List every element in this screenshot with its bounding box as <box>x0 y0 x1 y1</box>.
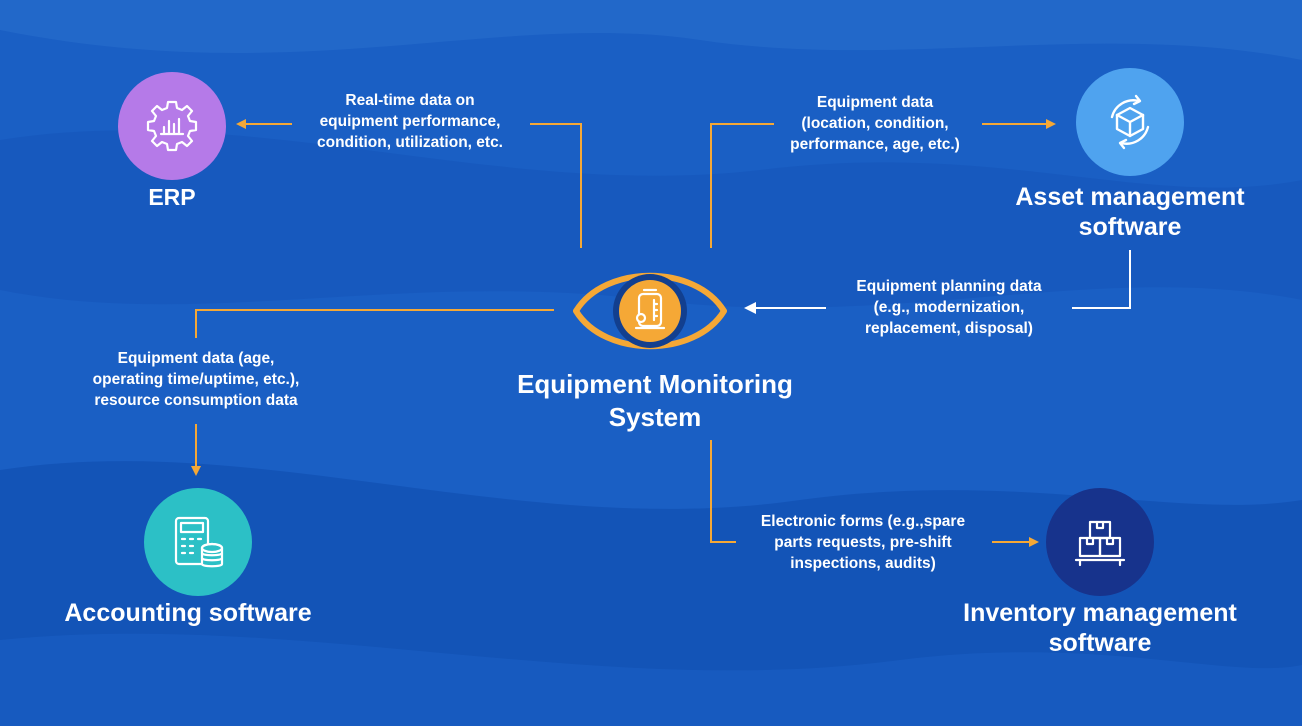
inventory-label: Inventory management software <box>963 599 1237 657</box>
asset-label: Asset management software <box>1015 183 1245 241</box>
accounting-node <box>144 488 252 596</box>
asset-node <box>1076 68 1184 176</box>
flow-label-to-accounting: Equipment data (age, operating time/upti… <box>92 350 300 409</box>
gear-chart-icon <box>146 100 198 152</box>
tank-icon <box>634 288 666 330</box>
center-label: Equipment Monitoring System <box>517 369 793 432</box>
flow-label-to-asset: Equipment data (location, condition, per… <box>790 94 960 153</box>
flow-label-to-inventory: Electronic forms (e.g.,spare parts reque… <box>760 513 966 572</box>
flow-label-to-erp: Real-time data on equipment performance,… <box>317 92 503 151</box>
erp-label: ERP <box>148 184 196 210</box>
inventory-node <box>1046 488 1154 596</box>
flow-label-from-asset: Equipment planning data (e.g., moderniza… <box>856 278 1042 337</box>
erp-node <box>118 72 226 180</box>
cube-cycle-icon <box>1110 94 1150 150</box>
center-eye-icon <box>570 256 730 366</box>
accounting-label: Accounting software <box>64 599 312 627</box>
calculator-coins-icon <box>174 516 224 568</box>
boxes-icon <box>1074 520 1126 567</box>
